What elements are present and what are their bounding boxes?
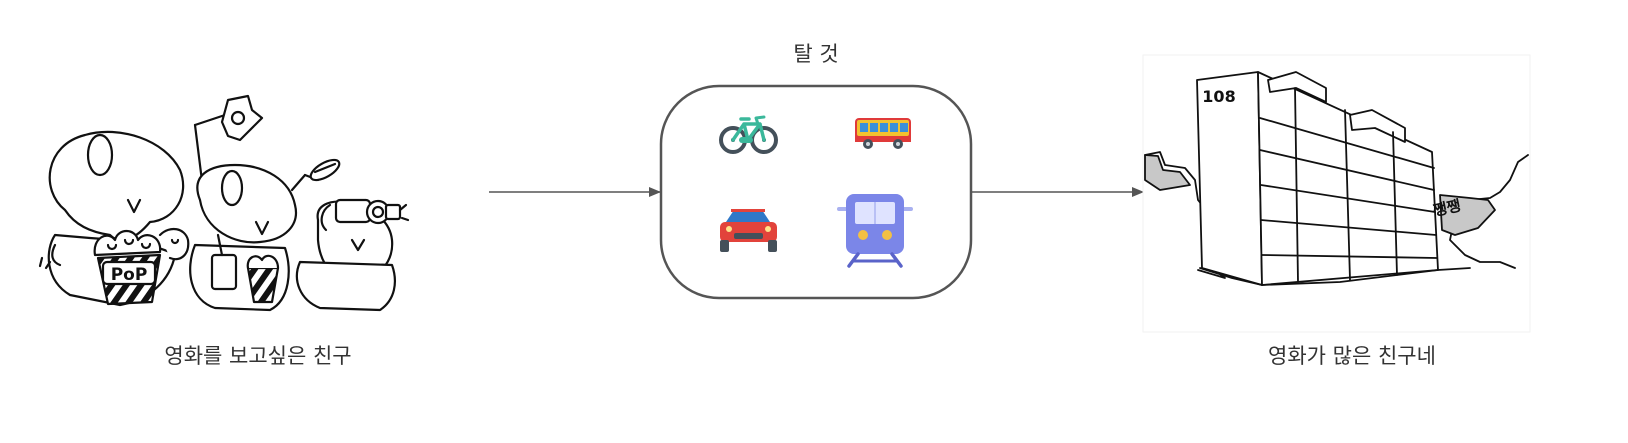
character-with-drink <box>158 163 298 312</box>
friends-watching-movie-illustration: PoP <box>38 94 410 312</box>
popcorn-label: PoP <box>111 265 148 285</box>
car-icon <box>720 209 777 252</box>
microphone-icon <box>290 158 341 192</box>
bus-icon <box>855 118 911 149</box>
bicycle-icon <box>719 115 778 154</box>
character-with-camera <box>295 198 410 312</box>
vehicles-container <box>659 84 973 300</box>
vehicles-group-title: 탈 것 <box>793 42 838 66</box>
apartment-building-illustration <box>1142 54 1531 333</box>
left-node-label: 영화를 보고싶은 친구 <box>164 344 351 368</box>
character-with-popcorn <box>38 130 185 307</box>
sound-effect-text: 쨍쨍 <box>1432 196 1463 219</box>
right-node-label: 영화가 많은 친구네 <box>1268 344 1436 368</box>
train-icon <box>837 194 913 268</box>
spotlight-icon <box>193 94 264 207</box>
building-number: 108 <box>1202 87 1235 106</box>
